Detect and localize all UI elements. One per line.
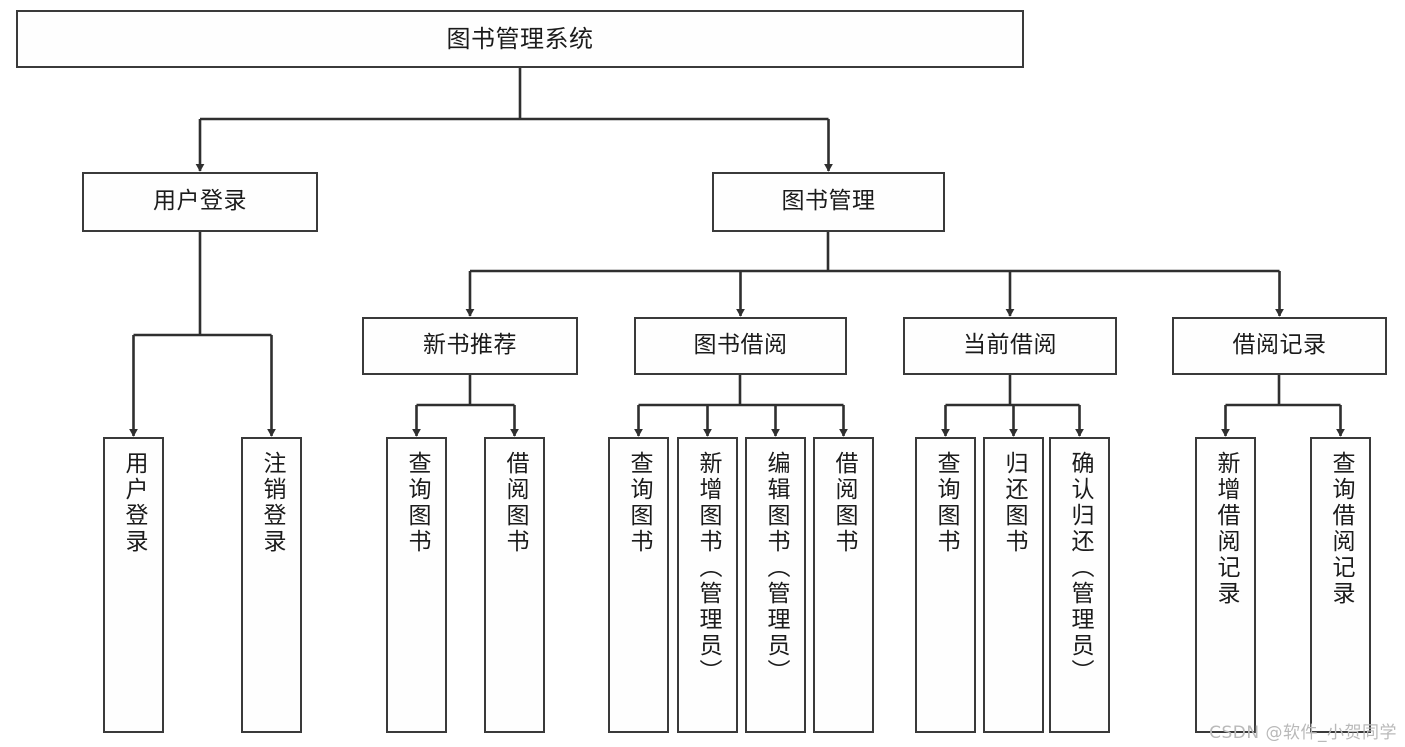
node-borrow-records[interactable]: 借阅记录 (1172, 317, 1387, 375)
node-leaf-confirm-return[interactable]: 确认归还（管理员） (1049, 437, 1110, 733)
node-label-leaf-edit-book: 编辑图书（管理员） (763, 451, 789, 685)
node-label-leaf-query-borrow-record: 查询借阅记录 (1328, 451, 1354, 607)
node-label-leaf-add-borrow-record: 新增借阅记录 (1213, 451, 1239, 607)
node-new-book-recommend[interactable]: 新书推荐 (362, 317, 578, 375)
node-label-new-book-recommend: 新书推荐 (423, 332, 517, 359)
node-leaf-query-book-recommend[interactable]: 查询图书 (386, 437, 447, 733)
node-book-management[interactable]: 图书管理 (712, 172, 945, 232)
node-current-borrow[interactable]: 当前借阅 (903, 317, 1117, 375)
node-label-leaf-borrow-book: 借阅图书 (831, 451, 857, 555)
node-leaf-edit-book[interactable]: 编辑图书（管理员） (745, 437, 806, 733)
node-leaf-query-book-current[interactable]: 查询图书 (915, 437, 976, 733)
node-label-leaf-user-login: 用户登录 (121, 451, 147, 555)
node-label-borrow-records: 借阅记录 (1232, 332, 1327, 359)
node-leaf-user-login[interactable]: 用户登录 (103, 437, 164, 733)
node-label-leaf-query-book-borrow: 查询图书 (626, 451, 652, 555)
node-leaf-logout[interactable]: 注销登录 (241, 437, 302, 733)
node-root[interactable]: 图书管理系统 (16, 10, 1024, 68)
node-book-borrow[interactable]: 图书借阅 (634, 317, 847, 375)
node-leaf-query-book-borrow[interactable]: 查询图书 (608, 437, 669, 733)
node-label-book-management: 图书管理 (781, 188, 876, 215)
node-leaf-borrow-book-recommend[interactable]: 借阅图书 (484, 437, 545, 733)
node-label-leaf-return-book: 归还图书 (1001, 451, 1027, 555)
node-label-leaf-confirm-return: 确认归还（管理员） (1067, 451, 1093, 685)
node-label-current-borrow: 当前借阅 (963, 332, 1057, 359)
node-label-leaf-borrow-book-recommend: 借阅图书 (502, 451, 528, 555)
node-label-leaf-logout: 注销登录 (259, 451, 285, 555)
node-label-user-login: 用户登录 (153, 188, 247, 215)
node-label-leaf-query-book-current: 查询图书 (933, 451, 959, 555)
node-label-root: 图书管理系统 (446, 24, 594, 53)
node-leaf-return-book[interactable]: 归还图书 (983, 437, 1044, 733)
node-label-leaf-add-book: 新增图书（管理员） (695, 451, 721, 685)
node-leaf-add-borrow-record[interactable]: 新增借阅记录 (1195, 437, 1256, 733)
node-leaf-borrow-book[interactable]: 借阅图书 (813, 437, 874, 733)
node-label-leaf-query-book-recommend: 查询图书 (404, 451, 430, 555)
node-leaf-add-book[interactable]: 新增图书（管理员） (677, 437, 738, 733)
node-user-login[interactable]: 用户登录 (82, 172, 318, 232)
watermark: CSDN @软件_小贺同学 (1209, 723, 1397, 743)
node-label-book-borrow: 图书借阅 (693, 332, 788, 359)
node-leaf-query-borrow-record[interactable]: 查询借阅记录 (1310, 437, 1371, 733)
